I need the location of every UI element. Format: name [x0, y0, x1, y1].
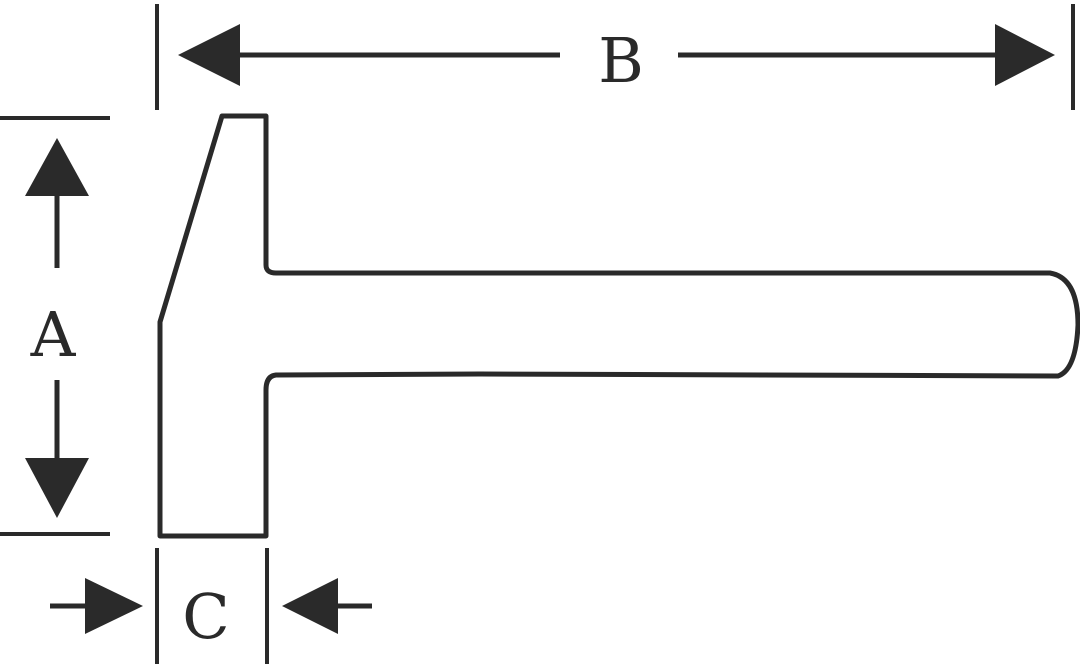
- dimension-c-label: C: [182, 580, 229, 653]
- b-arrow-left-icon: [178, 24, 240, 86]
- dimension-c: C: [50, 548, 372, 664]
- c-arrow-left-icon: [282, 578, 338, 634]
- hammer-outline: [157, 113, 1080, 539]
- dimension-b: B: [155, 4, 1075, 110]
- b-arrow-right-icon: [995, 24, 1055, 86]
- c-arrow-right-icon: [85, 578, 143, 634]
- a-arrow-up-icon: [25, 138, 89, 196]
- a-arrow-down-icon: [25, 458, 89, 518]
- dimension-a-label: A: [30, 298, 77, 371]
- dimension-a: A: [0, 116, 110, 536]
- dimension-b-label: B: [598, 24, 644, 97]
- hammer-shape: [157, 113, 1080, 539]
